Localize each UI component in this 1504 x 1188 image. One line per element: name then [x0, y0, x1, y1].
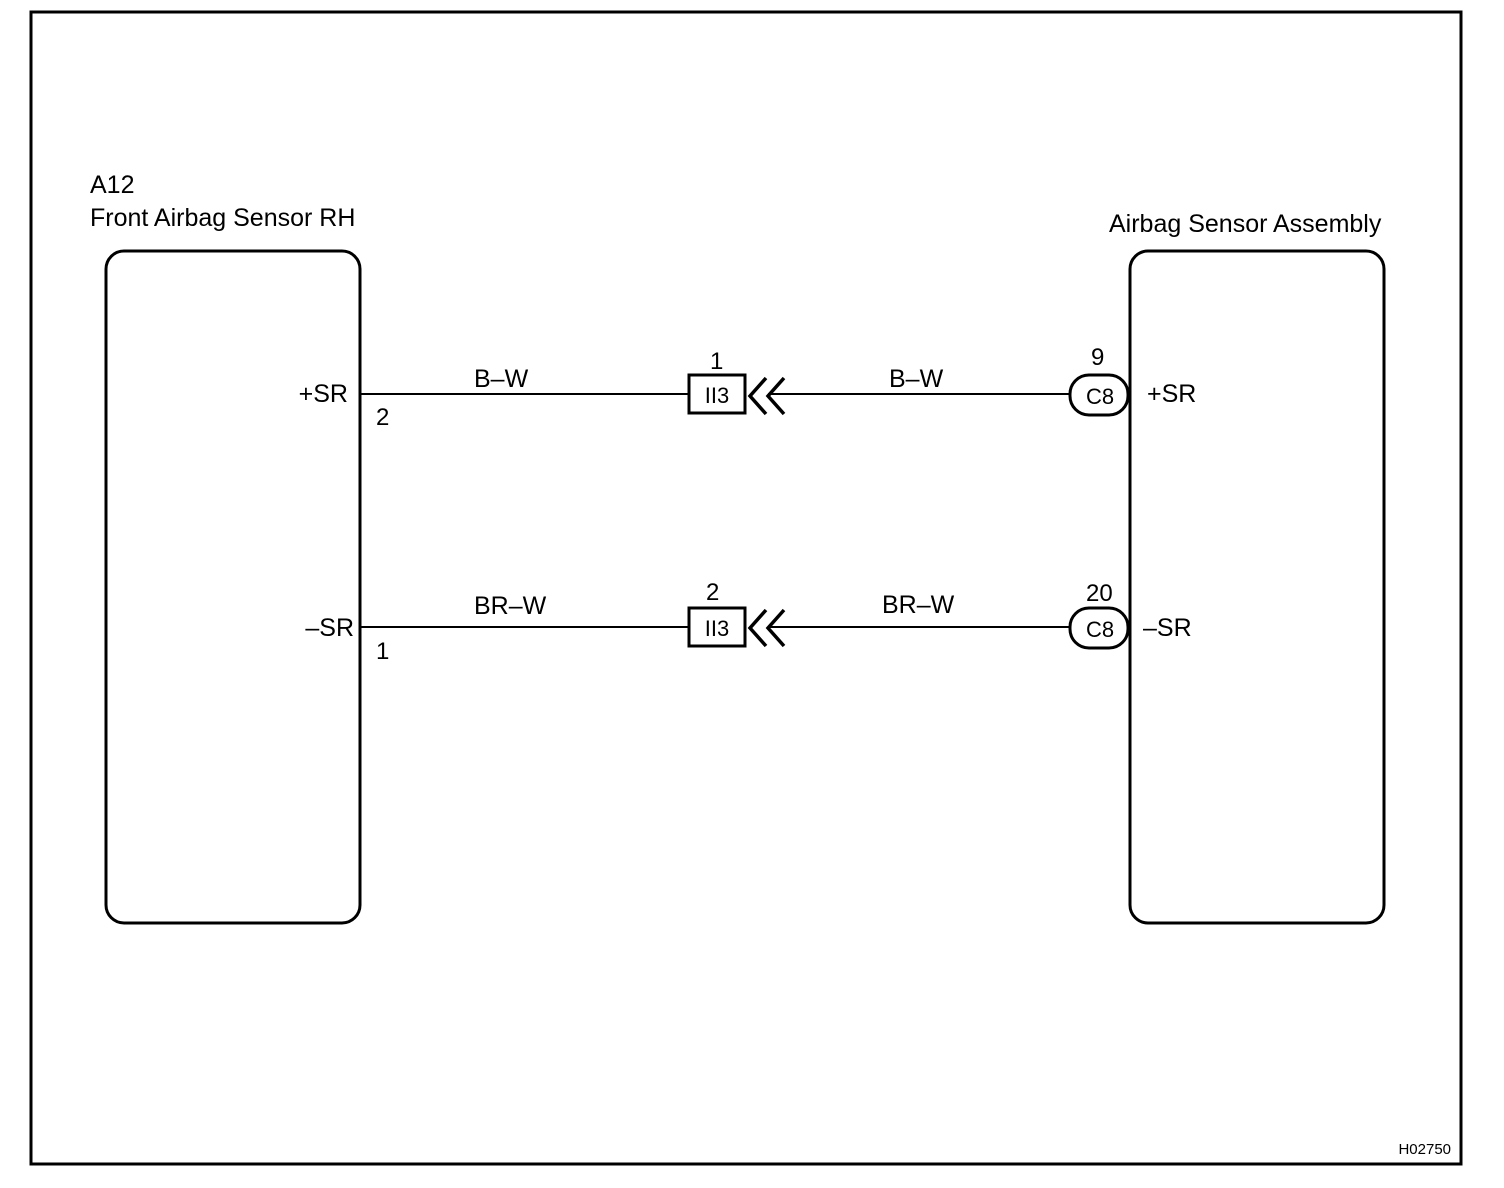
left-component-name: Front Airbag Sensor RH [90, 204, 355, 232]
junction-connector-id: II3 [705, 616, 729, 641]
right-connector-id: C8 [1086, 617, 1114, 642]
junction-pin-number: 1 [710, 348, 723, 375]
right-terminal-label-plus-sr: +SR [1147, 380, 1196, 408]
right-connector-pill [1068, 373, 1130, 417]
wire-minus-sr: –SR 1 BR–W 2 II3 BR–W 20 C8 –SR [305, 579, 1191, 665]
wire-color-label-left: B–W [474, 365, 529, 393]
wire-color-label-right: B–W [889, 365, 944, 393]
junction-connector-id: II3 [705, 383, 729, 408]
right-connector-pill [1068, 606, 1130, 650]
right-component-box [1128, 249, 1386, 925]
connector-chevron-icon [747, 376, 786, 416]
right-pin-number-plus-sr: 9 [1091, 344, 1104, 371]
junction-pin-number: 2 [706, 579, 719, 606]
figure-id: H02750 [1398, 1141, 1451, 1158]
left-component-box [104, 249, 362, 925]
left-pin-number-plus-sr: 2 [376, 404, 389, 431]
left-pin-number-minus-sr: 1 [376, 638, 389, 665]
right-pin-number-minus-sr: 20 [1086, 580, 1113, 607]
left-terminal-label-minus-sr: –SR [305, 614, 354, 642]
wire-plus-sr: +SR 2 B–W 1 II3 B–W 9 C8 +SR [299, 344, 1197, 431]
right-terminal-label-minus-sr: –SR [1143, 614, 1192, 642]
right-component-name: Airbag Sensor Assembly [1109, 210, 1382, 238]
left-component-code: A12 [90, 171, 134, 199]
right-connector-id: C8 [1086, 384, 1114, 409]
diagram-frame [29, 10, 1463, 1166]
wire-color-label-left: BR–W [474, 592, 547, 620]
junction-connector-box [687, 373, 747, 415]
left-terminal-label-plus-sr: +SR [299, 380, 348, 408]
wire-color-label-right: BR–W [882, 591, 955, 619]
junction-connector-box [687, 606, 747, 648]
